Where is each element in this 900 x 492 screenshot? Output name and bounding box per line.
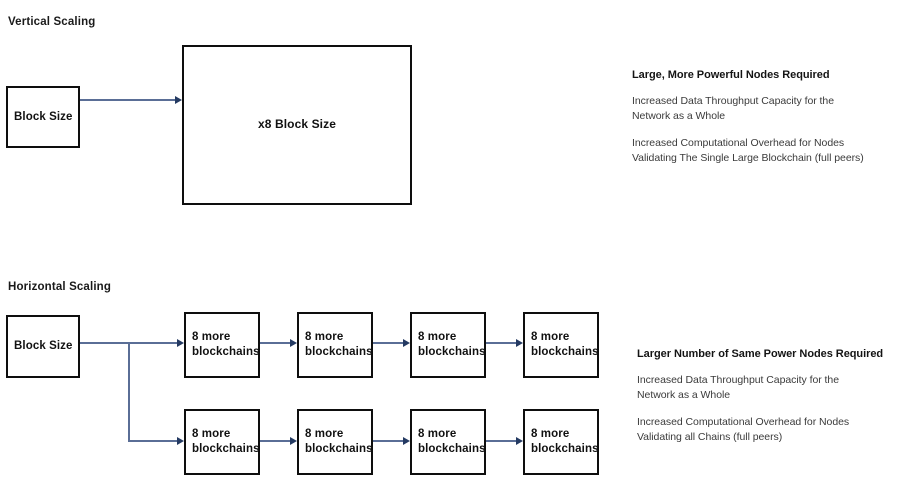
chain-bottom-box-3[interactable]: 8 more blockchains [410, 409, 486, 475]
vertical-scaling-title: Vertical Scaling [8, 16, 96, 28]
chain-bottom-box-1[interactable]: 8 more blockchains [184, 409, 260, 475]
vertical-annotation-paragraph-1: Increased Data Throughput Capacity for t… [632, 95, 834, 122]
chain-bottom-box-4-label: 8 more blockchains [531, 428, 599, 455]
horizontal-annotation-paragraph-2: Increased Computational Overhead for Nod… [637, 416, 850, 443]
horizontal-branch-bottom-line [128, 440, 178, 442]
vertical-connector-arrowhead-icon [175, 95, 182, 104]
horizontal-annotation-paragraph-1: Increased Data Throughput Capacity for t… [637, 374, 839, 401]
chain-bottom-box-1-label: 8 more blockchains [192, 428, 260, 455]
chain-top-box-4-label: 8 more blockchains [531, 331, 599, 358]
chain-top-box-3[interactable]: 8 more blockchains [410, 312, 486, 378]
chain-top-connector-2 [373, 342, 404, 344]
chain-top-box-4[interactable]: 8 more blockchains [523, 312, 599, 378]
chain-top-box-2[interactable]: 8 more blockchains [297, 312, 373, 378]
chain-top-box-3-label: 8 more blockchains [418, 331, 486, 358]
horizontal-scaling-title: Horizontal Scaling [8, 281, 112, 293]
chain-top-arrowhead-1-icon [290, 338, 297, 347]
horizontal-branch-bottom-arrowhead-icon [177, 436, 184, 445]
chain-top-connector-1 [260, 342, 291, 344]
chain-bottom-box-2[interactable]: 8 more blockchains [297, 409, 373, 475]
horizontal-annotation: Larger Number of Same Power Nodes Requir… [637, 347, 900, 444]
horizontal-source-box-label: Block Size [14, 340, 73, 353]
chain-top-arrowhead-2-icon [403, 338, 410, 347]
vertical-annotation-paragraph-2: Increased Computational Overhead for Nod… [632, 137, 864, 164]
chain-bottom-arrowhead-3-icon [516, 436, 523, 445]
vertical-target-box-label: x8 Block Size [257, 117, 336, 132]
vertical-source-box[interactable]: Block Size [6, 86, 80, 148]
horizontal-source-box[interactable]: Block Size [6, 315, 80, 378]
chain-top-connector-3 [486, 342, 517, 344]
chain-bottom-connector-3 [486, 440, 517, 442]
chain-bottom-box-2-label: 8 more blockchains [305, 428, 373, 455]
horizontal-branch-top-arrowhead-icon [177, 338, 184, 347]
chain-bottom-box-4[interactable]: 8 more blockchains [523, 409, 599, 475]
chain-bottom-box-3-label: 8 more blockchains [418, 428, 486, 455]
chain-top-box-2-label: 8 more blockchains [305, 331, 373, 358]
chain-bottom-arrowhead-1-icon [290, 436, 297, 445]
vertical-target-box[interactable]: x8 Block Size [182, 45, 412, 205]
vertical-connector-line [80, 99, 176, 101]
vertical-source-box-label: Block Size [14, 110, 73, 123]
chain-top-box-1[interactable]: 8 more blockchains [184, 312, 260, 378]
horizontal-annotation-heading: Larger Number of Same Power Nodes Requir… [637, 348, 884, 360]
chain-top-box-1-label: 8 more blockchains [192, 331, 260, 358]
chain-bottom-connector-2 [373, 440, 404, 442]
vertical-annotation: Large, More Powerful Nodes Required Incr… [632, 68, 900, 165]
chain-bottom-connector-1 [260, 440, 291, 442]
horizontal-branch-drop-line [128, 342, 130, 441]
chain-bottom-arrowhead-2-icon [403, 436, 410, 445]
chain-top-arrowhead-3-icon [516, 338, 523, 347]
vertical-annotation-heading: Large, More Powerful Nodes Required [632, 69, 830, 81]
